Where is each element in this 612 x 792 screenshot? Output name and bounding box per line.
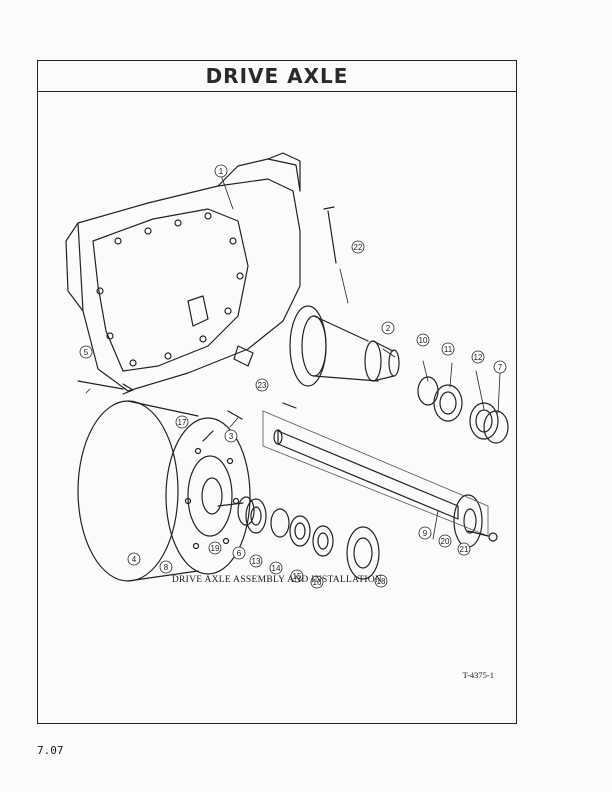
page-title: DRIVE AXLE [205, 64, 349, 88]
callout-1: 1 [214, 164, 228, 178]
callout-7: 7 [493, 360, 507, 374]
bolts [77, 206, 498, 542]
svg-text:2: 2 [386, 324, 391, 333]
svg-text:22: 22 [354, 243, 363, 252]
hub-hardware [237, 496, 380, 580]
svg-text:3: 3 [229, 432, 234, 441]
svg-text:7: 7 [498, 363, 503, 372]
svg-text:23: 23 [258, 381, 267, 390]
svg-text:1: 1 [219, 167, 224, 176]
svg-text:6: 6 [237, 549, 242, 558]
title-bar: DRIVE AXLE [38, 61, 516, 92]
page-number: 7.07 [37, 744, 64, 757]
axle-housing [65, 152, 301, 392]
svg-text:18: 18 [377, 577, 386, 586]
callout-10: 10 [416, 333, 430, 347]
exploded-diagram: 1 2 3 4 5 6 7 8 9 10 11 12 13 14 15 16 1… [65, 152, 509, 589]
svg-text:15: 15 [293, 572, 302, 581]
spindle [289, 305, 400, 387]
callout-2: 2 [381, 321, 395, 335]
callout-6: 6 [232, 546, 246, 560]
callout-3: 3 [224, 429, 238, 443]
figure-caption: DRIVE AXLE ASSEMBLY AND INSTALLATION [171, 575, 383, 585]
callout-17: 17 [175, 415, 189, 429]
svg-text:12: 12 [474, 353, 483, 362]
svg-text:20: 20 [441, 537, 450, 546]
callout-16: 16 [310, 575, 324, 589]
page-frame: DRIVE AXLE [37, 60, 517, 724]
svg-text:13: 13 [252, 557, 261, 566]
svg-text:16: 16 [313, 578, 322, 587]
callout-11: 11 [441, 342, 455, 356]
spindle-bearings [417, 376, 509, 444]
callout-19: 19 [208, 541, 222, 555]
svg-text:9: 9 [423, 529, 428, 538]
callout-8: 8 [159, 560, 173, 574]
figure-reference: T-4375-1 [462, 670, 494, 680]
svg-text:5: 5 [84, 348, 89, 357]
callout-13: 13 [249, 554, 263, 568]
svg-text:14: 14 [272, 564, 281, 573]
callout-12: 12 [471, 350, 485, 364]
callout-23: 23 [255, 378, 269, 392]
callout-15: 15 [290, 569, 304, 583]
callout-5: 5 [79, 345, 93, 359]
callout-22: 22 [351, 240, 365, 254]
svg-text:11: 11 [444, 345, 453, 354]
svg-text:17: 17 [178, 418, 187, 427]
svg-text:8: 8 [164, 563, 169, 572]
callout-20: 20 [438, 534, 452, 548]
leader-lines [85, 174, 501, 540]
svg-text:19: 19 [211, 544, 220, 553]
svg-text:10: 10 [419, 336, 428, 345]
callout-21: 21 [457, 542, 471, 556]
callout-4: 4 [127, 552, 141, 566]
svg-text:4: 4 [132, 555, 137, 564]
brake-drum [77, 400, 251, 582]
callout-9: 9 [418, 526, 432, 540]
svg-text:21: 21 [460, 545, 469, 554]
callout-14: 14 [269, 561, 283, 575]
axle-shaft [262, 410, 489, 548]
callout-18: 18 [374, 574, 388, 588]
